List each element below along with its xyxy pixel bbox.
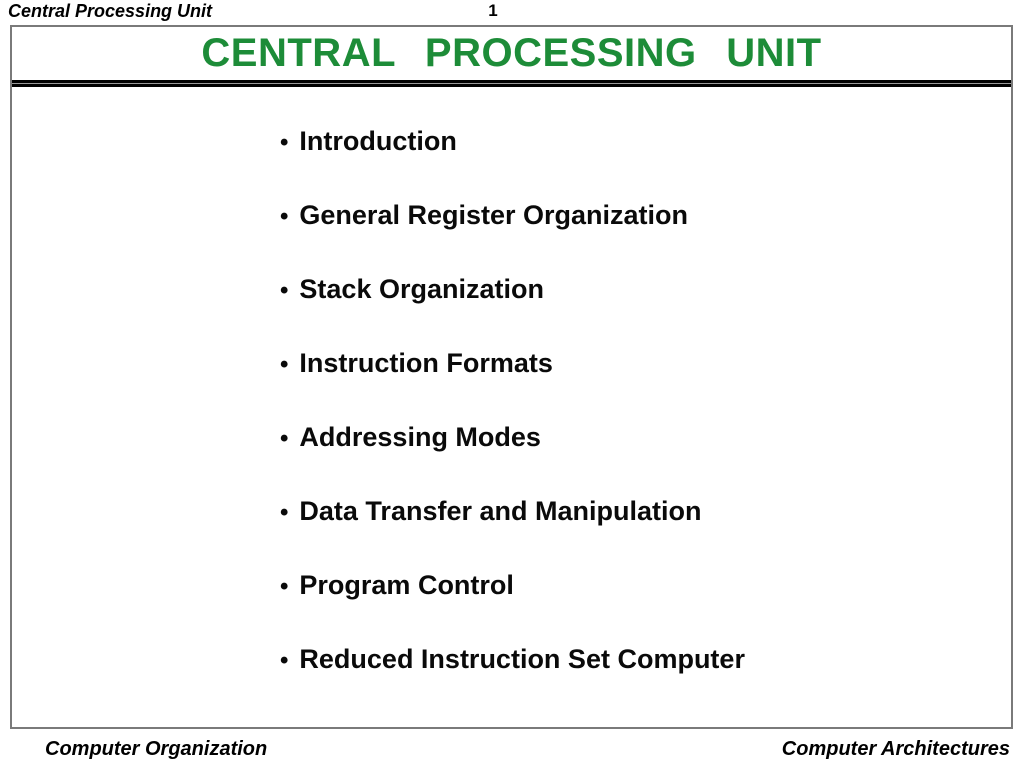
list-item: • Program Control	[280, 571, 745, 601]
list-item: • Data Transfer and Manipulation	[280, 497, 745, 527]
title-divider-rule	[12, 80, 1011, 87]
bullet-icon: •	[280, 499, 289, 526]
list-item: • Instruction Formats	[280, 349, 745, 379]
topic-label: Addressing Modes	[299, 422, 541, 452]
slide-title: CENTRAL PROCESSING UNIT	[201, 31, 822, 75]
header-title: Central Processing Unit	[8, 1, 213, 21]
list-item: • Addressing Modes	[280, 423, 745, 453]
footer-course-name: Computer Organization	[45, 738, 268, 760]
topic-label: Stack Organization	[299, 274, 544, 304]
slide-title-row: CENTRAL PROCESSING UNIT	[12, 27, 1011, 80]
topic-list: • Introduction • General Register Organi…	[280, 127, 745, 719]
topic-label: Data Transfer and Manipulation	[299, 496, 702, 526]
topic-label: General Register Organization	[299, 200, 689, 230]
topic-label: Introduction	[299, 126, 457, 156]
footer-book-name: Computer Architectures	[781, 738, 1010, 760]
list-item: • Stack Organization	[280, 275, 745, 305]
bullet-icon: •	[280, 277, 289, 304]
bullet-icon: •	[280, 647, 289, 674]
bullet-icon: •	[280, 573, 289, 600]
bullet-icon: •	[280, 425, 289, 452]
page-number: 1	[488, 1, 498, 20]
topic-label: Instruction Formats	[299, 348, 553, 378]
topic-label: Reduced Instruction Set Computer	[299, 644, 745, 674]
list-item: • Reduced Instruction Set Computer	[280, 645, 745, 675]
slide-frame: CENTRAL PROCESSING UNIT • Introduction •…	[10, 25, 1013, 729]
list-item: • Introduction	[280, 127, 745, 157]
bullet-icon: •	[280, 129, 289, 156]
list-item: • General Register Organization	[280, 201, 745, 231]
bullet-icon: •	[280, 351, 289, 378]
topic-label: Program Control	[299, 570, 514, 600]
bullet-icon: •	[280, 203, 289, 230]
